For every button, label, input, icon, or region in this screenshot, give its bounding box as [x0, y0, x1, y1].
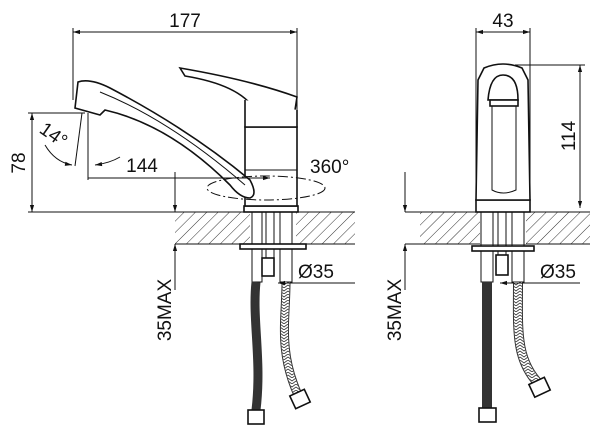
- mounting-plate: [471, 245, 535, 252]
- dim-swivel: 360°: [310, 157, 349, 178]
- side-view: 177 78 144 14° 360° 35MAX Ø35: [9, 11, 355, 425]
- dim-height: 78: [9, 152, 30, 173]
- dim-spout-reach: 144: [126, 156, 158, 177]
- dim-height-front: 114: [559, 120, 580, 151]
- front-view: 43 114 35MAX Ø35: [385, 11, 590, 423]
- hose-fitting: [527, 376, 552, 399]
- mounting-plate: [239, 243, 307, 250]
- nut: [261, 257, 275, 277]
- dim-overall-length: 177: [169, 11, 201, 32]
- dimensions-side: 177 78 144 14° 360° 35MAX Ø35: [9, 11, 355, 341]
- dim-max-thickness-side: 35MAX: [155, 279, 176, 342]
- dim-max-thickness-front: 35MAX: [385, 279, 406, 342]
- nut: [495, 254, 509, 276]
- spout: [74, 80, 255, 199]
- dimensions-front: 43 114 35MAX Ø35: [385, 11, 585, 341]
- dim-hole-diameter-front: Ø35: [540, 262, 576, 283]
- hose-fitting: [288, 388, 312, 410]
- spout-front: [487, 74, 519, 101]
- hose-fitting: [247, 409, 265, 425]
- hose-fitting: [478, 407, 497, 423]
- dim-hole-diameter-side: Ø35: [298, 262, 334, 283]
- dim-spout-angle: 14°: [35, 119, 71, 153]
- dim-width: 43: [492, 11, 513, 32]
